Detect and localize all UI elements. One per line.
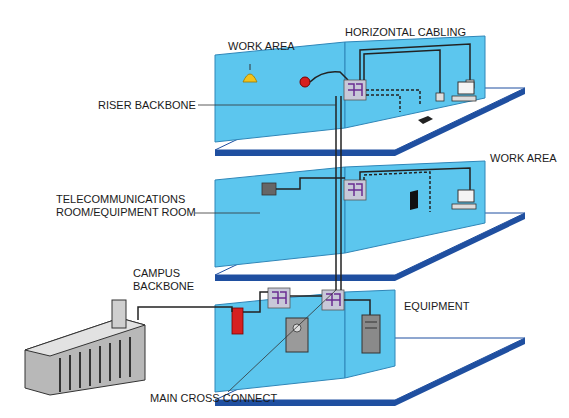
callout-label: WORK AREA	[228, 40, 328, 53]
middle-floor	[215, 161, 525, 281]
callout-label: RISER BACKBONE	[98, 99, 198, 112]
riser-cable	[340, 96, 342, 290]
callout-label: MAIN CROSS CONNECT	[150, 392, 290, 405]
top-floor	[215, 36, 525, 156]
callout-label: WORK AREA	[490, 152, 568, 165]
campus-building	[25, 300, 145, 395]
callout-label: TELECOMMUNICATIONS ROOM/EQUIPMENT ROOM	[56, 193, 206, 219]
riser-cable	[335, 96, 337, 290]
callout-label: HORIZONTAL CABLING	[345, 26, 485, 39]
campus-cable	[138, 307, 232, 320]
bottom-floor	[215, 288, 525, 406]
callout-label: CAMPUS BACKBONE	[133, 267, 203, 293]
leader-lines	[195, 105, 336, 392]
callout-label: EQUIPMENT	[404, 300, 484, 313]
